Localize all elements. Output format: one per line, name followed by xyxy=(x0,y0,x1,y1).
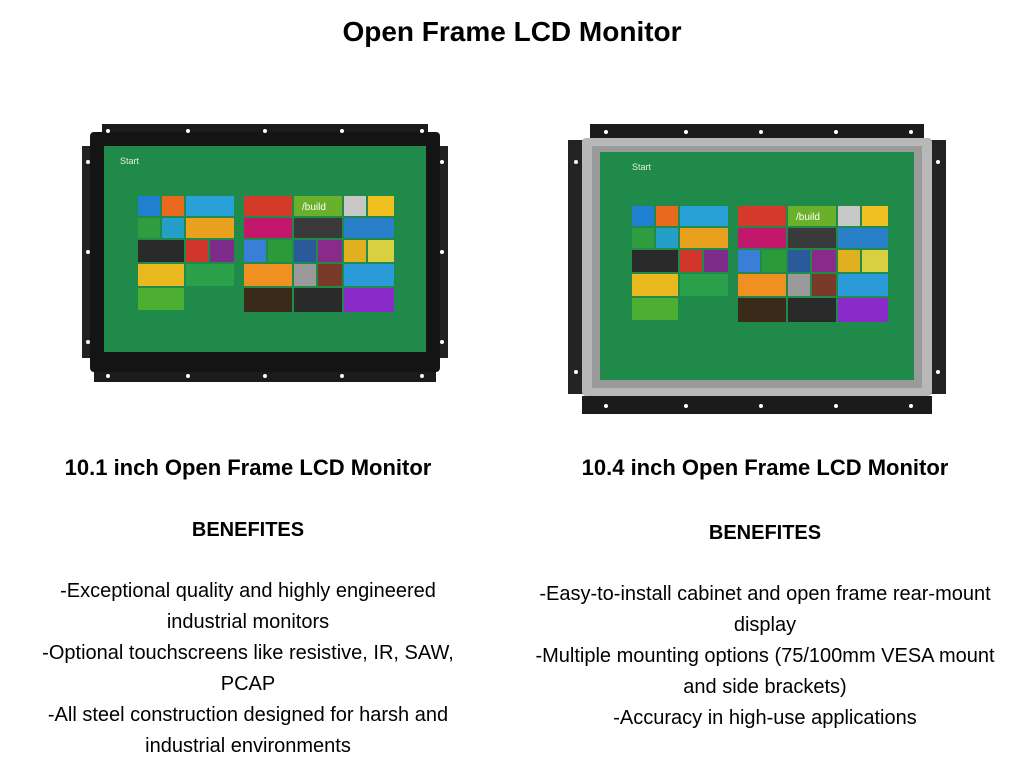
benefit-item: -Accuracy in high-use applications xyxy=(613,707,917,729)
svg-text:Start: Start xyxy=(632,162,652,172)
benefit-item: -Optional touchscreens like resistive, I… xyxy=(42,642,454,695)
benefit-item: -Easy-to-install cabinet and open frame … xyxy=(539,583,991,636)
page-title: Open Frame LCD Monitor xyxy=(342,16,682,47)
svg-text:/build: /build xyxy=(302,202,326,213)
benefit-item: -Exceptional quality and highly engineer… xyxy=(60,580,436,633)
monitor-10-4-image: Start /build xyxy=(566,122,956,418)
benefits-label: BENEFITES xyxy=(191,519,305,541)
product-left: 10.1 inch Open Frame LCD Monitor BENEFIT… xyxy=(18,455,478,762)
product-heading: 10.4 inch Open Frame LCD Monitor xyxy=(581,455,949,480)
benefit-item: -Multiple mounting options (75/100mm VES… xyxy=(535,645,995,698)
product-right: 10.4 inch Open Frame LCD Monitor BENEFIT… xyxy=(530,455,1000,734)
svg-text:/build: /build xyxy=(796,212,820,223)
benefits-list: -Easy-to-install cabinet and open frame … xyxy=(530,579,1000,734)
benefits-label: BENEFITES xyxy=(708,522,822,544)
product-heading: 10.1 inch Open Frame LCD Monitor xyxy=(64,455,432,480)
svg-text:Start: Start xyxy=(120,156,140,166)
benefit-item: -All steel construction designed for har… xyxy=(47,704,449,757)
monitor-10-1-image: Start /build xyxy=(80,122,450,384)
benefits-list: -Exceptional quality and highly engineer… xyxy=(18,576,478,762)
